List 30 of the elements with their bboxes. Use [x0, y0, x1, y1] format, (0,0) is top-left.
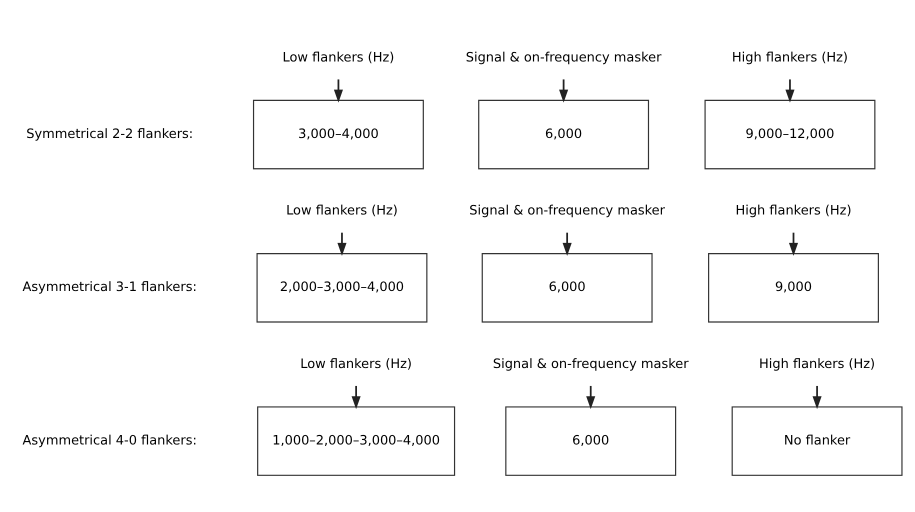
label: Symmetrical 2-2 flankers: — [26, 126, 194, 142]
arrow — [559, 79, 568, 103]
node-text: Signal & on-frequency masker — [492, 356, 689, 372]
arrow — [562, 232, 572, 256]
node-text: Signal & on-frequency masker — [469, 204, 665, 218]
arrow — [788, 232, 798, 256]
arrow — [586, 386, 596, 410]
node-box: 9,000–12,000 — [704, 100, 876, 170]
node-box: 2,000–3,000–4,000 — [256, 253, 428, 323]
node-box: 9,000 — [708, 253, 879, 323]
arrow — [785, 79, 795, 103]
arrow — [352, 386, 361, 410]
arrow — [812, 386, 822, 410]
node-box: No flanker — [732, 406, 903, 476]
node-text: High flankers (Hz) — [732, 50, 848, 66]
node-text: High flankers (Hz) — [759, 356, 876, 372]
node-text: High flankers (Hz) — [735, 204, 852, 218]
node-text: Low flankers (Hz) — [286, 204, 398, 218]
node-box: 3,000–4,000 — [252, 100, 424, 170]
label: Asymmetrical 4-0 flankers: — [22, 433, 197, 448]
node-box: 6,000 — [505, 406, 676, 476]
node-box: 6,000 — [478, 100, 650, 170]
node-text: Signal & on-frequency masker — [466, 50, 662, 66]
arrow — [334, 79, 343, 103]
node-box: 6,000 — [482, 253, 653, 323]
arrow — [337, 232, 347, 256]
node-text: Low flankers (Hz) — [300, 356, 412, 372]
node-box: 1,000–2,000–3,000–4,000 — [257, 406, 456, 476]
label: Asymmetrical 3-1 flankers: — [22, 280, 197, 296]
node-text: Low flankers (Hz) — [282, 50, 394, 66]
